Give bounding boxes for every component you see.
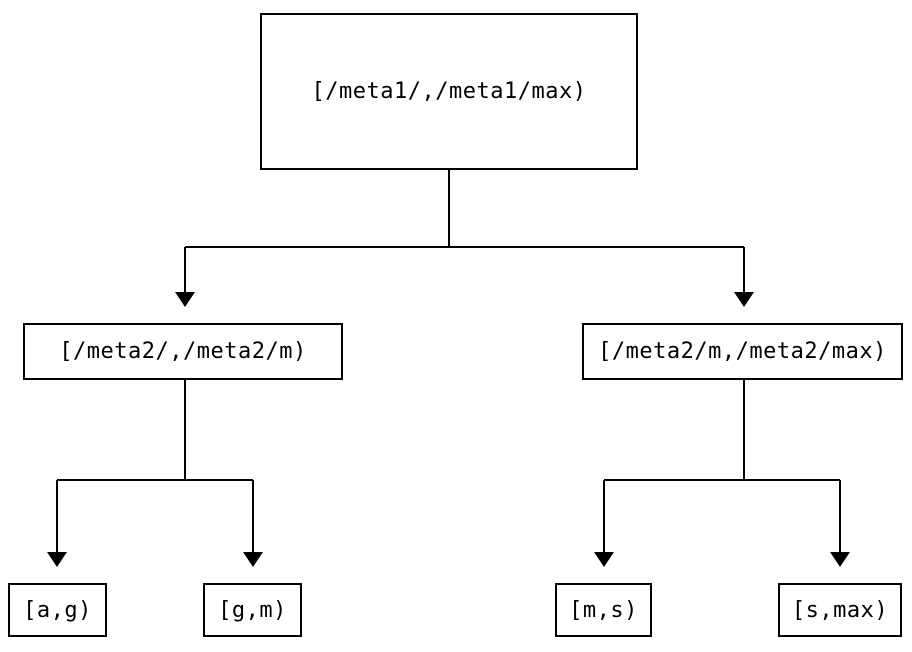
tree-node-label: [m,s) [569,597,638,623]
tree-node-label: [/meta2/m,/meta2/max) [598,339,887,364]
tree-leaf-m-s: [m,s) [555,583,652,637]
tree-leaf-g-m: [g,m) [203,583,302,637]
tree-node-root: [/meta1/,/meta1/max) [260,13,638,170]
tree-leaf-a-g: [a,g) [8,583,107,637]
right-branch-lines [603,380,841,553]
arrowhead-icon [47,552,67,567]
tree-node-label: [g,m) [218,597,287,623]
left-branch-lines [56,380,254,553]
arrowhead-icon [243,552,263,567]
arrowhead-icon [175,292,195,307]
tree-node-label: [/meta2/,/meta2/m) [59,339,307,364]
tree-node-label: [s,max) [791,597,889,623]
root-branch-lines [184,170,745,293]
tree-leaf-s-max: [s,max) [778,583,902,637]
tree-node-label: [a,g) [23,597,92,623]
tree-node-meta2-left: [/meta2/,/meta2/m) [23,323,343,380]
tree-node-label: [/meta1/,/meta1/max) [311,79,587,104]
tree-node-meta2-right: [/meta2/m,/meta2/max) [582,323,903,380]
arrowhead-icon [734,292,754,307]
arrowhead-icon [594,552,614,567]
arrowhead-icon [830,552,850,567]
